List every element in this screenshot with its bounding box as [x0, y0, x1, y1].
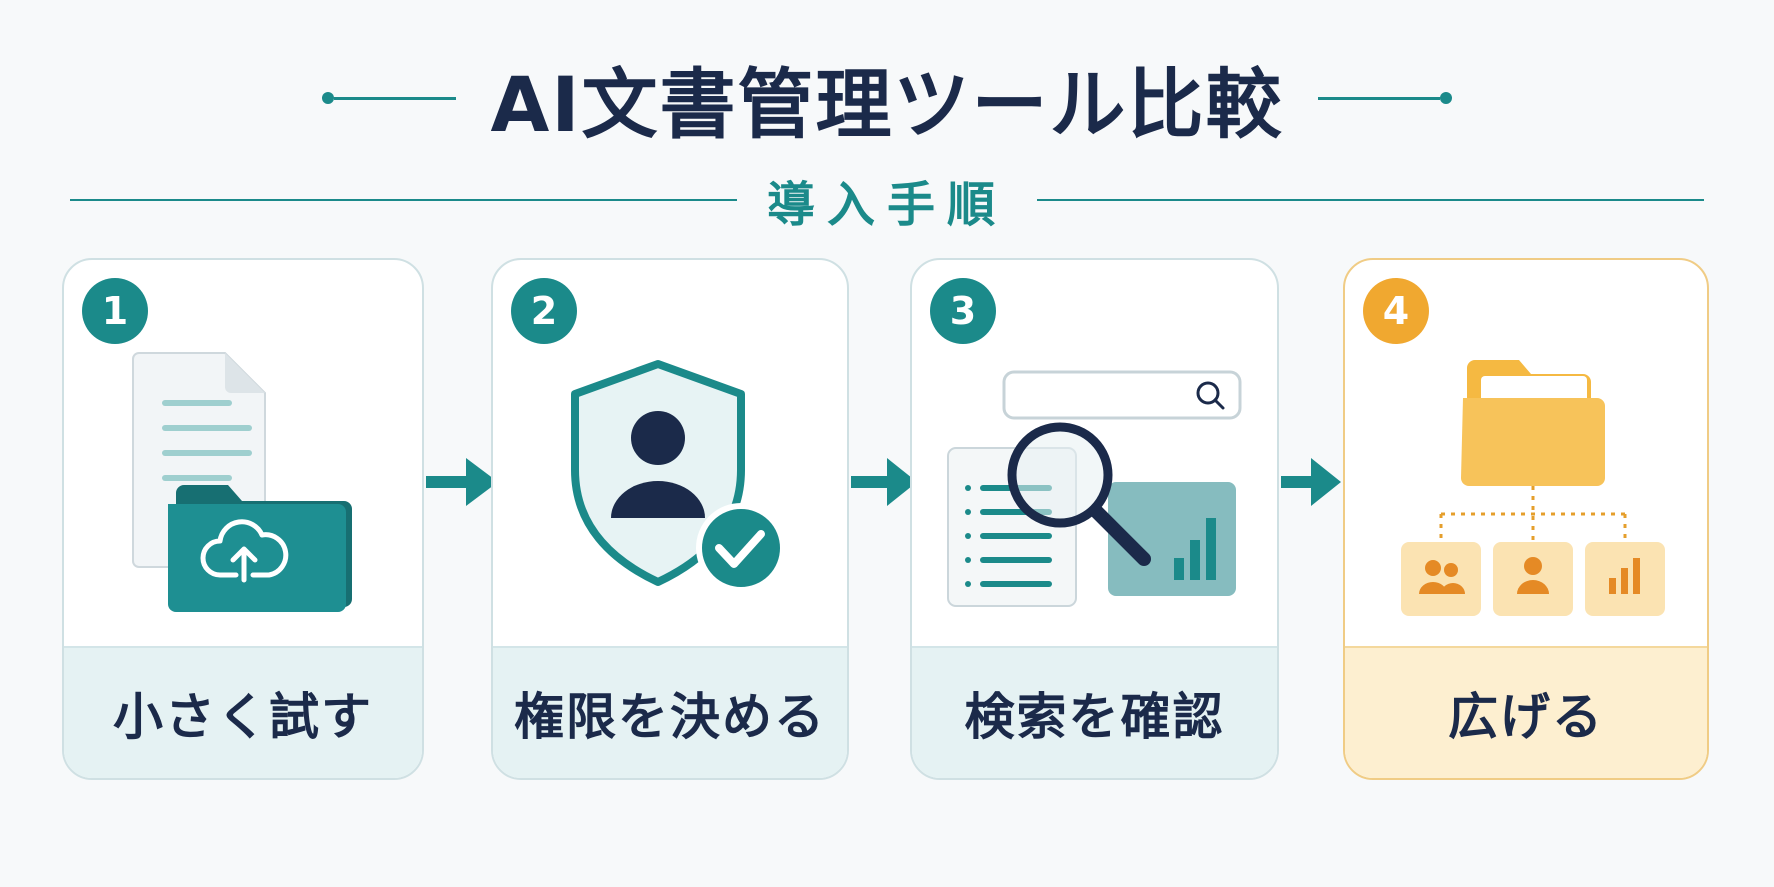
- search-document-chart-icon: [947, 370, 1242, 607]
- step-label: 権限を決める: [514, 688, 826, 746]
- page-title: AI文書管理ツール比較: [490, 60, 1284, 149]
- step-card-1: 1 小さく試す: [62, 258, 424, 780]
- title-decoration-left: [322, 92, 457, 104]
- subtitle-rule-right: [1037, 199, 1705, 201]
- shield-user-check-icon: [571, 360, 786, 593]
- step-label: 広げる: [1448, 688, 1604, 746]
- step-badge: 4: [1363, 278, 1429, 344]
- step-label: 小さく試す: [113, 688, 373, 746]
- subtitle-rule-left: [70, 199, 737, 201]
- step-footer: 権限を決める: [493, 646, 847, 778]
- arrow-right-icon: [1281, 458, 1341, 506]
- arrow-right-icon: [426, 458, 498, 506]
- title-bar: AI文書管理ツール比較: [0, 38, 1774, 158]
- title-decoration-right: [1317, 92, 1452, 104]
- folder-upload-icon: [132, 352, 352, 612]
- step-footer: 小さく試す: [64, 646, 422, 778]
- step-footer: 広げる: [1345, 646, 1707, 778]
- step-badge: 2: [511, 278, 577, 344]
- step-card-3: 3 検索を確認: [910, 258, 1279, 780]
- step-badge: 1: [82, 278, 148, 344]
- step-card-4: 4 広げる: [1343, 258, 1709, 780]
- step-card-2: 2 権限を決める: [491, 258, 849, 780]
- folder-hierarchy-icon: [1401, 360, 1665, 616]
- subtitle: 導入手順: [767, 177, 1008, 233]
- step-label: 検索を確認: [964, 688, 1225, 746]
- step-badge: 3: [930, 278, 996, 344]
- subtitle-bar: 導入手順: [70, 168, 1705, 233]
- step-footer: 検索を確認: [912, 646, 1277, 778]
- arrow-right-icon: [851, 458, 917, 506]
